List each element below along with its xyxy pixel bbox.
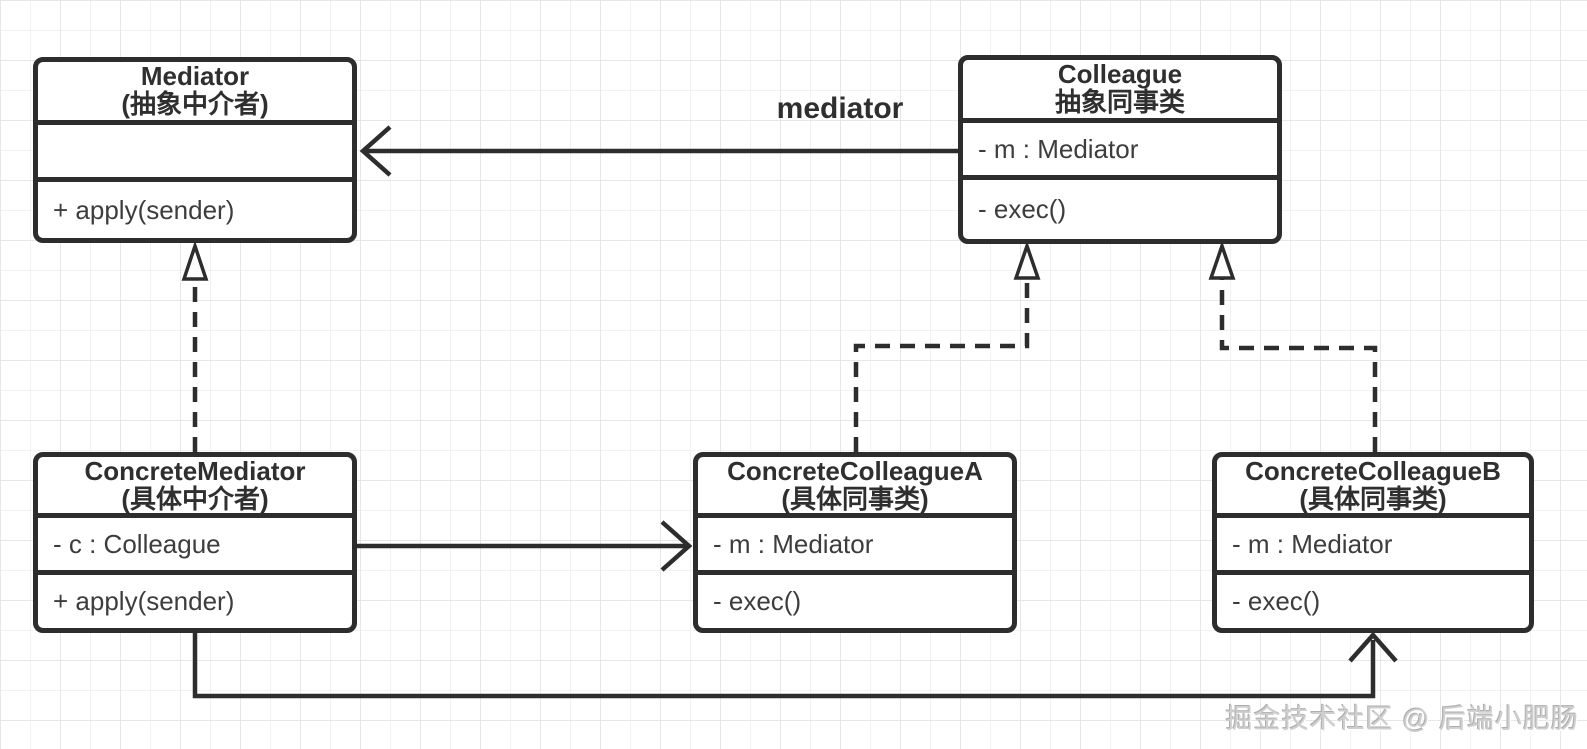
- attribute-row: - m : Mediator: [963, 123, 1277, 180]
- class-header: Mediator (抽象中介者): [38, 62, 352, 125]
- realization-arrow-concretecolleagueb-to-colleague: [1208, 240, 1378, 452]
- attribute-row: [38, 125, 352, 182]
- class-title: ConcreteColleagueB: [1245, 457, 1501, 486]
- association-arrow-concretemediator-to-concretecolleaguea: [357, 520, 693, 572]
- method-row: - exec(): [1232, 586, 1321, 616]
- method-row: + apply(sender): [53, 194, 235, 225]
- class-box-concrete-mediator: ConcreteMediator (具体中介者) - c : Colleague…: [33, 452, 357, 633]
- class-box-concrete-colleague-b: ConcreteColleagueB (具体同事类) - m : Mediato…: [1212, 452, 1534, 633]
- class-header: ConcreteColleagueB (具体同事类): [1217, 457, 1529, 518]
- attribute-row: - m : Mediator: [1217, 518, 1529, 575]
- class-title: Mediator: [140, 62, 250, 91]
- class-box-colleague: Colleague 抽象同事类 - m : Mediator - exec(): [958, 55, 1282, 244]
- watermark: 掘金技术社区 @ 后端小肥肠: [1225, 704, 1579, 734]
- realization-arrow-concretemediator-to-mediator: [181, 240, 209, 452]
- association-arrow-concretemediator-to-concretecolleagueb: [192, 631, 1398, 699]
- class-title: ConcreteColleagueA: [727, 457, 983, 486]
- class-subtitle: (具体同事类): [781, 484, 929, 514]
- class-header: Colleague 抽象同事类: [963, 60, 1277, 123]
- association-arrow-colleague-to-mediator: [359, 125, 958, 177]
- realization-arrow-concretecolleaguea-to-colleague: [853, 240, 1041, 452]
- class-title: Colleague: [1057, 60, 1183, 89]
- class-subtitle: (具体同事类): [1299, 484, 1447, 514]
- attribute-row: - m : Mediator: [698, 518, 1012, 575]
- attribute-row: - c : Colleague: [38, 518, 352, 575]
- association-label-mediator: mediator: [776, 92, 904, 125]
- class-header: ConcreteMediator (具体中介者): [38, 457, 352, 518]
- class-box-concrete-colleague-a: ConcreteColleagueA (具体同事类) - m : Mediato…: [693, 452, 1017, 633]
- class-title: ConcreteMediator: [84, 457, 306, 486]
- class-subtitle: (具体中介者): [121, 484, 269, 514]
- class-box-mediator: Mediator (抽象中介者) + apply(sender): [33, 57, 357, 243]
- class-subtitle: (抽象中介者): [121, 89, 269, 119]
- method-row: - exec(): [978, 194, 1067, 224]
- class-subtitle: 抽象同事类: [1054, 87, 1185, 117]
- method-row: - exec(): [713, 586, 802, 616]
- method-row: + apply(sender): [53, 586, 235, 616]
- class-header: ConcreteColleagueA (具体同事类): [698, 457, 1012, 518]
